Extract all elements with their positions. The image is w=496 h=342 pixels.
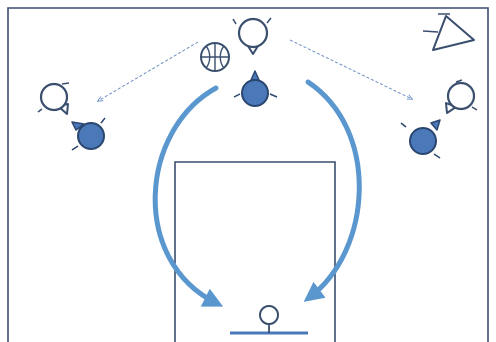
pass-arrow-left [98, 41, 199, 101]
paint-area [174, 161, 336, 342]
basketball-icon [200, 42, 230, 72]
court-boundary [7, 7, 489, 342]
cut-arrow-right [303, 79, 362, 302]
defense-player-left-wing [71, 117, 106, 151]
defense-player-top [233, 70, 278, 107]
offense-player-post [259, 305, 279, 333]
pass-arrow-right [289, 39, 412, 99]
cone-icon [422, 13, 475, 51]
offense-player-right-wing [445, 79, 478, 114]
offense-player-top [232, 17, 272, 55]
offense-player-left-wing [37, 82, 70, 115]
cut-arrow-left [152, 85, 224, 307]
defense-player-right-wing [400, 119, 441, 159]
